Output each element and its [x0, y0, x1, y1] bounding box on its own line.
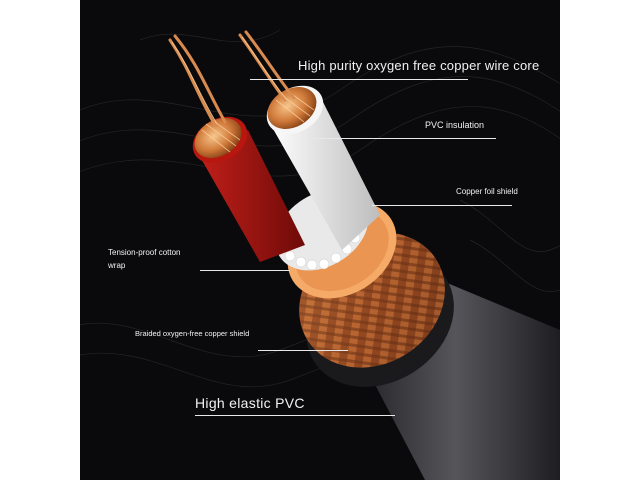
copper-core-right — [267, 87, 317, 129]
foil-leader-line — [372, 205, 512, 206]
cotton-leader-line — [200, 270, 290, 271]
background-contour-lines — [80, 29, 560, 391]
label-outer-jacket: High elastic PVC — [195, 395, 305, 411]
copper-core-left — [194, 118, 242, 158]
braid-leader-line — [258, 350, 348, 351]
cable-cross-section-illustration — [80, 29, 560, 480]
label-braided-shield: Braided oxygen-free copper shield — [135, 329, 250, 338]
white-insulation — [268, 100, 380, 250]
label-copper-core: High purity oxygen free copper wire core — [298, 58, 540, 73]
product-illustration: High purity oxygen free copper wire core… — [80, 0, 560, 480]
red-insulation — [195, 130, 305, 262]
label-copper-foil-shield: Copper foil shield — [456, 187, 518, 196]
jacket-leader-line — [195, 415, 395, 416]
pvc-leader-line — [306, 138, 496, 139]
core-leader-line — [250, 79, 468, 80]
label-cotton-wrap: Tension-proof cotton wrap — [108, 248, 181, 270]
label-pvc-insulation: PVC insulation — [425, 120, 485, 130]
